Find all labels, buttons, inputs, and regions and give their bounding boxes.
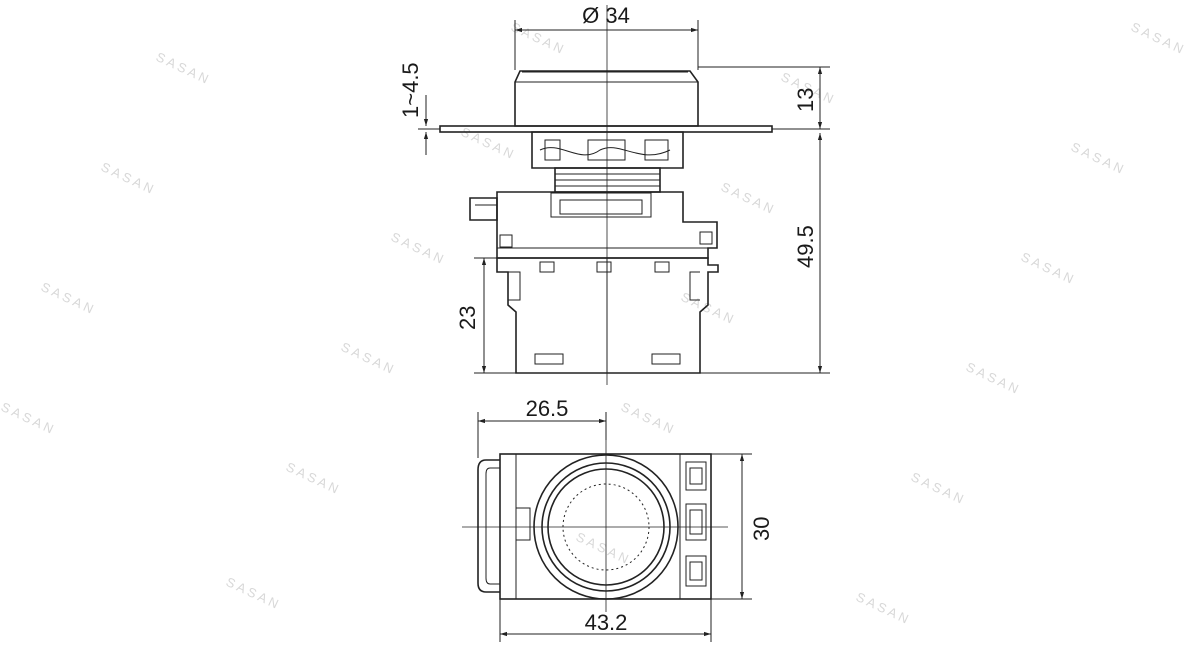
dim-depth-label: 30: [749, 517, 774, 541]
button-head: [514, 70, 699, 127]
dim-panel-label: 1~4.5: [398, 62, 423, 118]
watermark: SASAN: [854, 589, 914, 628]
watermark: SASAN: [459, 124, 519, 163]
watermark: SASAN: [39, 279, 99, 318]
dim-diameter-label: Ø 34: [582, 3, 630, 28]
side-clip: [477, 459, 500, 593]
watermark: SASAN: [1019, 249, 1079, 288]
dim-block-height-label: 23: [455, 306, 480, 330]
dim-total-height-label: 49.5: [793, 225, 818, 268]
watermark: SASAN: [284, 459, 344, 498]
watermark: SASAN: [99, 159, 159, 198]
dim-overall-width-label: 43.2: [585, 610, 628, 635]
bottom-view: 26.5 30 43.2: [462, 396, 774, 642]
mounting-panel: [439, 125, 773, 133]
watermark: SASAN: [1129, 19, 1189, 58]
bezel-nut: [531, 131, 684, 169]
watermark: SASAN: [1069, 139, 1129, 178]
contact-block: [496, 257, 719, 374]
watermark: SASAN: [389, 229, 449, 268]
watermark: SASAN: [574, 529, 634, 568]
watermark: SASAN: [719, 179, 779, 218]
watermark: SASAN: [0, 399, 59, 438]
watermark: SASAN: [619, 399, 679, 438]
dim-offset-label: 26.5: [526, 396, 569, 421]
bottom-body: [499, 453, 712, 600]
side-view: Ø 34 1~4.5 13 49.5 23: [398, 3, 830, 385]
dim-head-height-label: 13: [793, 88, 818, 112]
watermark-layer: SASAN SASAN SASAN SASAN SASAN SASAN SASA…: [0, 19, 1189, 628]
watermark: SASAN: [154, 49, 214, 88]
watermark: SASAN: [964, 359, 1024, 398]
watermark: SASAN: [224, 574, 284, 613]
watermark: SASAN: [339, 339, 399, 378]
watermark: SASAN: [909, 469, 969, 508]
watermark: SASAN: [509, 19, 569, 58]
